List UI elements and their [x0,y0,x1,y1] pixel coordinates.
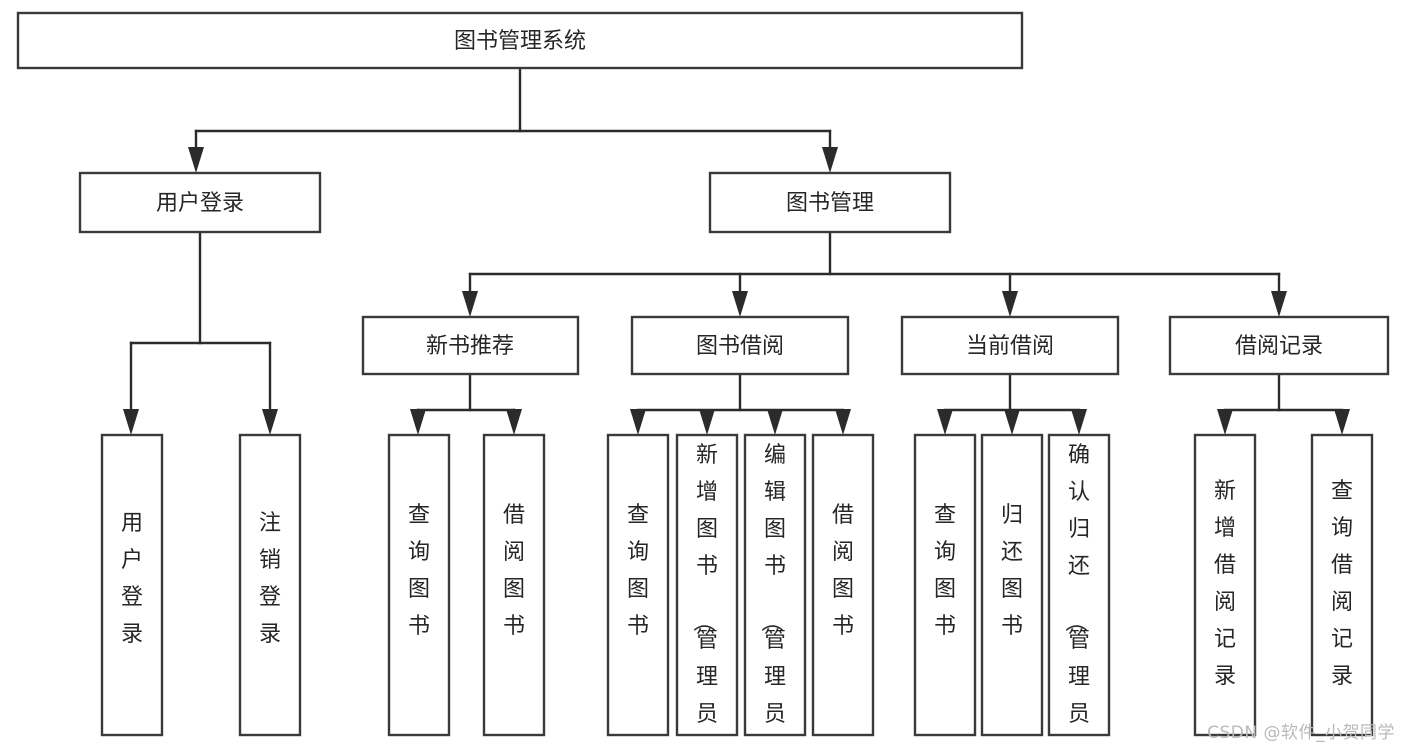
arrow-borrowrecord-leaf-1 [1217,409,1233,435]
leaf-current-borrow-2-label: 归还图书 [1001,503,1023,639]
leaf-book-borrow-4[interactable]: 借阅图书 [811,433,875,737]
arrow-bookborrow-leaf-2 [699,409,715,435]
node-borrow-record[interactable]: 借阅记录 [1168,315,1390,376]
arrow-borrowrecord-leaf-2 [1334,409,1350,435]
leaf-user-login-2[interactable]: 注销登录 [238,433,302,737]
node-user-login-box[interactable] [78,171,322,234]
leaf-book-borrow-1-label: 查询图书 [627,503,649,639]
node-borrow-record-box[interactable] [1168,315,1390,376]
arrow-userlogin-leaf-1 [123,409,139,435]
node-current-borrow-label: 当前借阅 [966,334,1054,359]
edges-group [123,66,1350,435]
node-new-book-recommend-box[interactable] [361,315,580,376]
leaf-borrow-record-2-label: 查询借阅记录 [1331,479,1353,689]
leaf-new-book-1-box[interactable] [387,433,451,737]
arrow-to-book-borrow [732,291,748,317]
arrow-bookborrow-leaf-1 [630,409,646,435]
leaf-borrow-record-2-box[interactable] [1310,433,1374,737]
leaf-book-borrow-4-box[interactable] [811,433,875,737]
leaf-book-borrow-3-box[interactable] [743,433,807,737]
leaf-user-login-1-box[interactable] [100,433,164,737]
arrow-to-current-borrow [1002,291,1018,317]
arrow-newbook-leaf-2 [506,409,522,435]
leaf-new-book-1-label: 查询图书 [408,503,430,639]
node-current-borrow-box[interactable] [900,315,1120,376]
leaf-new-book-1[interactable]: 查询图书 [387,433,451,737]
arrow-currentborrow-leaf-3 [1071,409,1087,435]
leaf-user-login-2-box[interactable] [238,433,302,737]
node-book-borrow-label: 图书借阅 [696,334,784,359]
node-root[interactable]: 图书管理系统 [16,11,1024,70]
leaf-book-borrow-3-label: 编辑图书（管理员） [758,443,786,747]
node-user-login-label: 用户登录 [156,191,244,216]
leaf-book-borrow-1-box[interactable] [606,433,670,737]
leaf-book-borrow-2-label: 新增图书（管理员） [690,443,718,747]
leaf-current-borrow-2[interactable]: 归还图书 [980,433,1044,737]
arrow-newbook-leaf-1 [410,409,426,435]
leaf-book-borrow-2-box[interactable] [675,433,739,737]
leaf-current-borrow-1[interactable]: 查询图书 [913,433,977,737]
arrow-userlogin-leaf-2 [262,409,278,435]
leaf-borrow-record-1-box[interactable] [1193,433,1257,737]
arrow-to-borrow-record [1271,291,1287,317]
leaf-current-borrow-1-box[interactable] [913,433,977,737]
arrow-currentborrow-leaf-1 [937,409,953,435]
node-book-borrow-box[interactable] [630,315,850,376]
leaf-current-borrow-3-label: 确认归还（管理员） [1062,443,1090,747]
node-root-box[interactable] [16,11,1024,70]
leaf-borrow-record-1-label: 新增借阅记录 [1214,479,1236,689]
node-book-manage-label: 图书管理 [786,191,874,216]
arrow-bookborrow-leaf-4 [835,409,851,435]
node-new-book-recommend-label: 新书推荐 [426,334,514,359]
arrow-bookborrow-leaf-3 [767,409,783,435]
leaf-current-borrow-3[interactable]: 确认归还（管理员） [1047,433,1111,747]
node-book-manage[interactable]: 图书管理 [708,171,952,234]
arrow-currentborrow-leaf-2 [1004,409,1020,435]
leaf-book-borrow-4-label: 借阅图书 [832,503,854,639]
node-new-book-recommend[interactable]: 新书推荐 [361,315,580,376]
node-current-borrow[interactable]: 当前借阅 [900,315,1120,376]
leaf-current-borrow-1-label: 查询图书 [934,503,956,639]
csdn-watermark: CSDN @软件_小贺同学 [1207,723,1395,743]
node-borrow-record-label: 借阅记录 [1235,334,1323,359]
node-user-login[interactable]: 用户登录 [78,171,322,234]
arrow-to-book-manage [822,147,838,173]
leaf-user-login-2-label: 注销登录 [259,511,281,647]
leaf-book-borrow-3[interactable]: 编辑图书（管理员） [743,433,807,747]
arrow-to-new-book [462,291,478,317]
leaf-current-borrow-2-box[interactable] [980,433,1044,737]
leaf-new-book-2-label: 借阅图书 [503,503,525,639]
leaf-book-borrow-1[interactable]: 查询图书 [606,433,670,737]
leaf-borrow-record-1[interactable]: 新增借阅记录 [1193,433,1257,737]
leaf-user-login-1[interactable]: 用户登录 [100,433,164,737]
leaf-borrow-record-2[interactable]: 查询借阅记录 [1310,433,1374,737]
arrow-to-user-login [188,147,204,173]
leaf-user-login-1-label: 用户登录 [121,511,143,647]
leaf-new-book-2[interactable]: 借阅图书 [482,433,546,737]
node-book-manage-box[interactable] [708,171,952,234]
leaf-book-borrow-2[interactable]: 新增图书（管理员） [675,433,739,747]
leaf-current-borrow-3-box[interactable] [1047,433,1111,737]
node-root-label: 图书管理系统 [454,29,586,54]
leaf-new-book-2-box[interactable] [482,433,546,737]
node-book-borrow[interactable]: 图书借阅 [630,315,850,376]
